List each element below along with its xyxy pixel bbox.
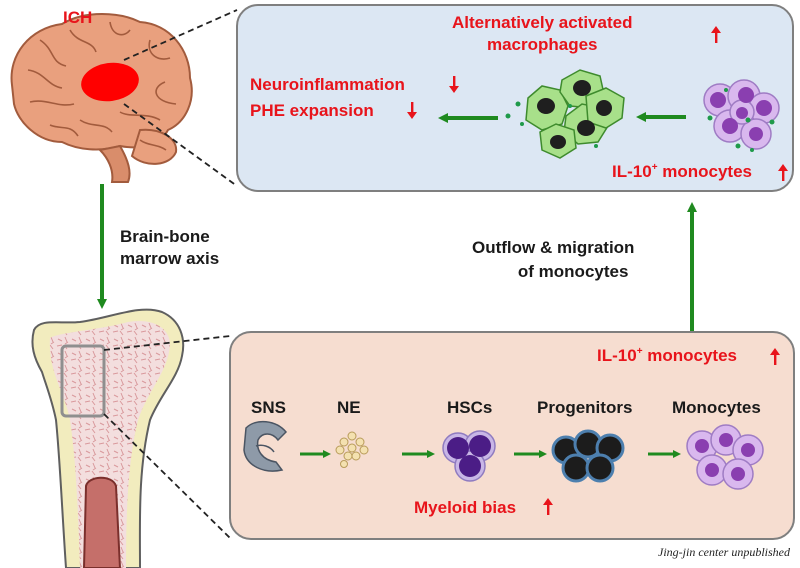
effect-label: Neuroinflammation PHE expansion — [250, 72, 405, 124]
macrophages-line-2: macrophages — [486, 35, 598, 54]
bottom-il10-sup: + — [636, 346, 643, 357]
monocytes-illustration — [686, 424, 764, 490]
neuroinflammation-text: Neuroinflammation — [250, 75, 405, 94]
bone-illustration — [31, 308, 185, 568]
macrophages-label: Alternatively activated macrophages — [452, 12, 632, 56]
stage-sns: SNS — [251, 398, 286, 417]
progenitors-illustration — [551, 429, 625, 483]
sns-illustration — [243, 420, 288, 472]
indicator-arrows — [407, 26, 788, 515]
axis-line-1: Brain-bone — [120, 227, 210, 246]
brain-panel — [236, 4, 794, 192]
axis-line-2: marrow axis — [120, 249, 220, 268]
stage-ne: NE — [337, 398, 361, 417]
ich-label: ICH — [63, 8, 93, 27]
brain-bone-axis-label: Brain-bone marrow axis — [120, 226, 219, 270]
outflow-line-2: of monocytes — [517, 262, 629, 281]
il10-monocytes-cluster — [703, 79, 780, 152]
top-il10-prefix: IL-10 — [612, 162, 652, 181]
phe-expansion-text: PHE expansion — [250, 101, 374, 120]
top-il10-monocytes-label: IL-10+ monocytes — [612, 162, 752, 182]
outflow-line-1: Outflow & migration — [472, 238, 635, 257]
stage-progenitors: Progenitors — [537, 398, 633, 417]
macrophages-line-1: Alternatively activated — [452, 13, 633, 32]
credit-text: Jing-jin center unpublished — [658, 545, 790, 559]
top-il10-sup: + — [651, 162, 658, 173]
outflow-label: Outflow & migration of monocytes — [472, 236, 634, 284]
stage-monocytes: Monocytes — [672, 398, 761, 417]
macrophages-cluster — [505, 69, 625, 159]
bottom-il10-monocytes-label: IL-10+ monocytes — [597, 346, 737, 366]
myeloid-bias-label: Myeloid bias — [414, 498, 517, 517]
ne-illustration — [335, 431, 369, 468]
brain-illustration — [10, 13, 193, 183]
bottom-il10-prefix: IL-10 — [597, 346, 637, 365]
stage-hscs: HSCs — [447, 398, 493, 417]
bottom-il10-suffix: monocytes — [642, 346, 738, 365]
top-il10-suffix: monocytes — [657, 162, 753, 181]
hscs-illustration — [442, 430, 496, 482]
